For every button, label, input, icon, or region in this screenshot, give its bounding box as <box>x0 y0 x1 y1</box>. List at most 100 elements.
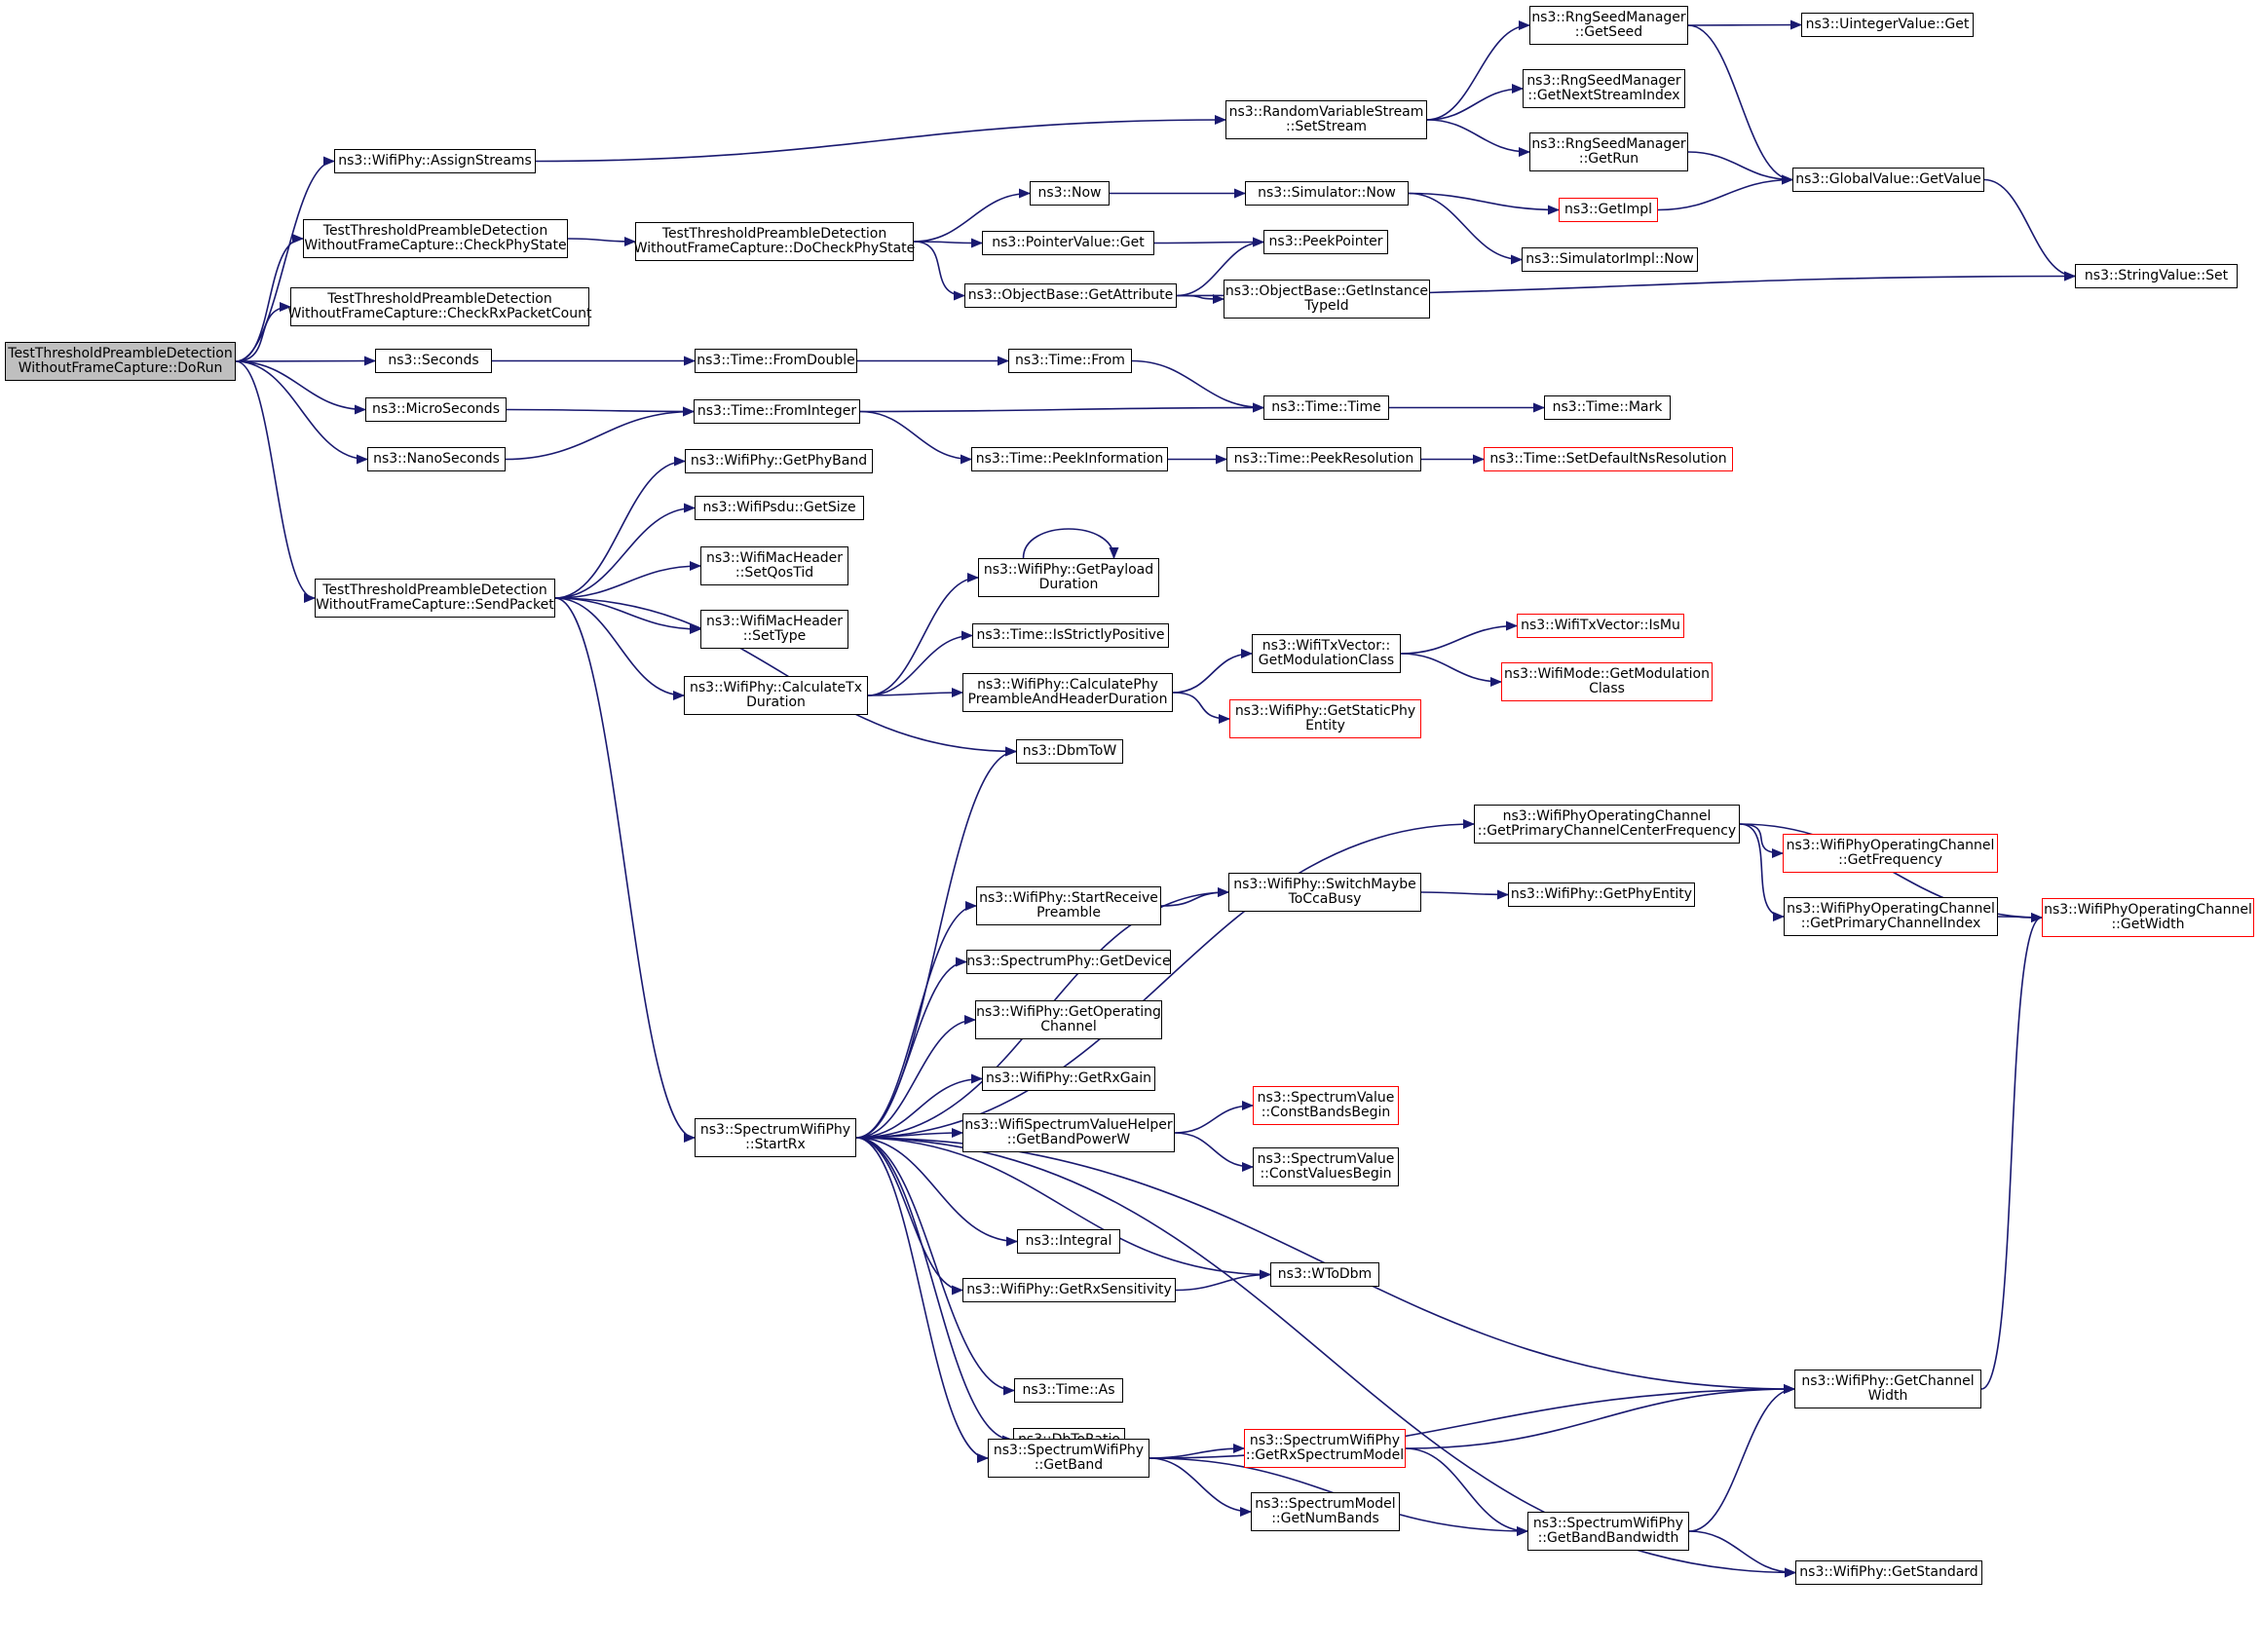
graph-node-label: TypeId <box>1304 298 1349 314</box>
graph-node-wifiMacHeaderSetType[interactable]: ns3::WifiMacHeader::SetType <box>700 610 848 649</box>
graph-node-objectBaseGetAttribute[interactable]: ns3::ObjectBase::GetAttribute <box>964 283 1177 308</box>
graph-node-spectrumValueConstBandsBegin[interactable]: ns3::SpectrumValue::ConstBandsBegin <box>1253 1086 1399 1125</box>
graph-node-now[interactable]: ns3::Now <box>1030 181 1110 206</box>
edge-spectrumWifiPhyGetBandBandwidth-to-wifiPhyGetChannelWidth <box>1688 1384 1795 1532</box>
graph-node-spectrumPhyGetDevice[interactable]: ns3::SpectrumPhy::GetDevice <box>966 950 1171 974</box>
graph-node-wifiPhyGetPhyEntity[interactable]: ns3::WifiPhy::GetPhyEntity <box>1508 882 1695 907</box>
graph-node-spectrumModelGetNumBands[interactable]: ns3::SpectrumModel::GetNumBands <box>1251 1492 1400 1531</box>
graph-node-spectrumWifiPhyGetBand[interactable]: ns3::SpectrumWifiPhy::GetBand <box>988 1439 1149 1478</box>
graph-node-timeMark[interactable]: ns3::Time::Mark <box>1544 395 1671 420</box>
graph-node-label: ns3::WifiPhy::CalculatePhy <box>977 677 1158 693</box>
graph-node-label: ns3::WifiMode::GetModulation <box>1504 666 1710 682</box>
graph-node-dbmToW[interactable]: ns3::DbmToW <box>1016 739 1123 764</box>
graph-node-label: ::GetBandPowerW <box>1006 1132 1131 1147</box>
graph-node-simulatorImplNow[interactable]: ns3::SimulatorImpl::Now <box>1522 247 1698 272</box>
graph-node-label: ns3::WifiPhy::GetPayload <box>983 562 1154 578</box>
graph-node-label: ns3::WifiPhyOperatingChannel <box>2044 902 2252 918</box>
graph-node-wToDbm[interactable]: ns3::WToDbm <box>1270 1262 1379 1287</box>
edge-root-to-microSeconds <box>235 360 366 415</box>
graph-node-wifiTxVectorIsMu[interactable]: ns3::WifiTxVector::IsMu <box>1517 614 1684 638</box>
graph-node-pointerValueGet[interactable]: ns3::PointerValue::Get <box>982 231 1154 255</box>
graph-node-wifiPhyGetStandard[interactable]: ns3::WifiPhy::GetStandard <box>1795 1560 1982 1585</box>
edge-doCheckPhyState-to-objectBaseGetAttribute <box>913 241 965 301</box>
graph-node-microSeconds[interactable]: ns3::MicroSeconds <box>365 397 507 422</box>
graph-node-wifiPhyGetRxSensitivity[interactable]: ns3::WifiPhy::GetRxSensitivity <box>962 1278 1176 1302</box>
graph-node-nanoSeconds[interactable]: ns3::NanoSeconds <box>367 447 506 471</box>
edge-wsvhGetBandPowerW-to-spectrumValueConstBandsBegin <box>1174 1101 1254 1134</box>
graph-node-getImpl[interactable]: ns3::GetImpl <box>1559 198 1658 222</box>
graph-node-spectrumValueConstValuesBegin[interactable]: ns3::SpectrumValue::ConstValuesBegin <box>1253 1147 1399 1186</box>
edge-pointerValueGet-to-peekPointer <box>1153 237 1264 247</box>
graph-node-peekPointer[interactable]: ns3::PeekPointer <box>1263 230 1388 254</box>
graph-node-label: ns3::WifiPhy::GetStaticPhy <box>1234 703 1416 719</box>
graph-node-label: ::GetBand <box>1034 1457 1104 1473</box>
graph-node-wpocGetFrequency[interactable]: ns3::WifiPhyOperatingChannel::GetFrequen… <box>1783 834 1998 873</box>
graph-node-spectrumWifiPhyGetBandBandwidth[interactable]: ns3::SpectrumWifiPhy::GetBandBandwidth <box>1527 1512 1689 1551</box>
graph-node-wpocGetPrimaryChannelCenterFrequency[interactable]: ns3::WifiPhyOperatingChannel::GetPrimary… <box>1474 805 1740 844</box>
graph-node-timeFromInteger[interactable]: ns3::Time::FromInteger <box>694 399 860 424</box>
graph-node-wpocGetWidth[interactable]: ns3::WifiPhyOperatingChannel::GetWidth <box>2042 898 2254 937</box>
graph-node-integral[interactable]: ns3::Integral <box>1017 1229 1120 1254</box>
graph-node-label: ::SetQosTid <box>734 565 814 581</box>
graph-node-timeFrom[interactable]: ns3::Time::From <box>1008 349 1132 373</box>
graph-node-stringValueSet[interactable]: ns3::StringValue::Set <box>2075 264 2238 288</box>
graph-node-wsvhGetBandPowerW[interactable]: ns3::WifiSpectrumValueHelper::GetBandPow… <box>962 1113 1175 1152</box>
edge-sendPacket-to-wifiPsduGetSize <box>554 503 696 599</box>
graph-node-label: ns3::Time::PeekResolution <box>1233 451 1414 467</box>
edge-root-to-nanoSeconds <box>235 360 368 465</box>
edge-wifiPhyStartReceivePreamble-to-wifiPhySwitchMaybeToCcaBusy <box>1160 887 1229 907</box>
graph-node-wifiMacHeaderSetQosTid[interactable]: ns3::WifiMacHeader::SetQosTid <box>700 546 848 585</box>
graph-node-globalValueGetValue[interactable]: ns3::GlobalValue::GetValue <box>1792 168 1984 192</box>
graph-node-timeSetDefaultNsResolution[interactable]: ns3::Time::SetDefaultNsResolution <box>1484 447 1733 471</box>
edge-spectrumWifiPhyStartRx-to-timeAs <box>855 1137 1015 1396</box>
graph-node-wifiTxVectorGetModulationClass[interactable]: ns3::WifiTxVector::GetModulationClass <box>1252 634 1401 673</box>
edge-simulatorNow-to-getImpl <box>1408 192 1560 215</box>
graph-node-wifiPsduGetSize[interactable]: ns3::WifiPsdu::GetSize <box>695 496 864 520</box>
graph-node-assignStreams[interactable]: ns3::WifiPhy::AssignStreams <box>334 149 536 173</box>
graph-node-wifiPhyGetRxGain[interactable]: ns3::WifiPhy::GetRxGain <box>982 1067 1155 1091</box>
edge-timeFrom-to-timeTime <box>1131 359 1264 413</box>
graph-node-rvsSetStream[interactable]: ns3::RandomVariableStream::SetStream <box>1225 100 1427 139</box>
edge-root-to-sendPacket <box>235 360 316 603</box>
graph-node-rsmGetSeed[interactable]: ns3::RngSeedManager::GetSeed <box>1529 6 1688 45</box>
graph-node-timeAs[interactable]: ns3::Time::As <box>1014 1378 1123 1403</box>
graph-node-rsmGetNextStreamIndex[interactable]: ns3::RngSeedManager::GetNextStreamIndex <box>1523 69 1685 108</box>
graph-node-timeIsStrictlyPositive[interactable]: ns3::Time::IsStrictlyPositive <box>972 623 1169 648</box>
graph-node-rsmGetRun[interactable]: ns3::RngSeedManager::GetRun <box>1529 132 1688 171</box>
graph-node-spectrumWifiPhyStartRx[interactable]: ns3::SpectrumWifiPhy::StartRx <box>695 1118 856 1157</box>
graph-node-timeFromDouble[interactable]: ns3::Time::FromDouble <box>695 349 857 373</box>
graph-node-label: ns3::SpectrumWifiPhy <box>993 1443 1145 1458</box>
graph-node-timeTime[interactable]: ns3::Time::Time <box>1263 395 1389 420</box>
graph-node-seconds[interactable]: ns3::Seconds <box>375 349 492 373</box>
graph-node-label: WithoutFrameCapture::CheckRxPacketCount <box>287 306 592 321</box>
graph-node-label: ns3::PointerValue::Get <box>992 235 1145 250</box>
graph-node-label: ns3::WifiPhy::StartReceive <box>979 890 1158 906</box>
graph-node-label: Entity <box>1305 718 1345 733</box>
graph-node-wpocGetPrimaryChannelIndex[interactable]: ns3::WifiPhyOperatingChannel::GetPrimary… <box>1784 897 1998 936</box>
graph-node-simulatorNow[interactable]: ns3::Simulator::Now <box>1245 181 1409 206</box>
graph-node-label: ::GetNextStreamIndex <box>1527 88 1680 103</box>
graph-node-timePeekInformation[interactable]: ns3::Time::PeekInformation <box>971 447 1168 471</box>
graph-node-wifiPhyGetPhyBand[interactable]: ns3::WifiPhy::GetPhyBand <box>685 449 873 473</box>
graph-node-timePeekResolution[interactable]: ns3::Time::PeekResolution <box>1226 447 1421 471</box>
graph-node-label: ns3::NanoSeconds <box>373 451 500 467</box>
graph-node-uintegerValueGet[interactable]: ns3::UintegerValue::Get <box>1801 13 1974 37</box>
graph-node-spectrumWifiPhyGetRxSpectrumModel[interactable]: ns3::SpectrumWifiPhy::GetRxSpectrumModel <box>1244 1429 1406 1468</box>
graph-node-label: TestThresholdPreambleDetection <box>661 226 887 242</box>
graph-node-label: TestThresholdPreambleDetection <box>8 346 233 361</box>
